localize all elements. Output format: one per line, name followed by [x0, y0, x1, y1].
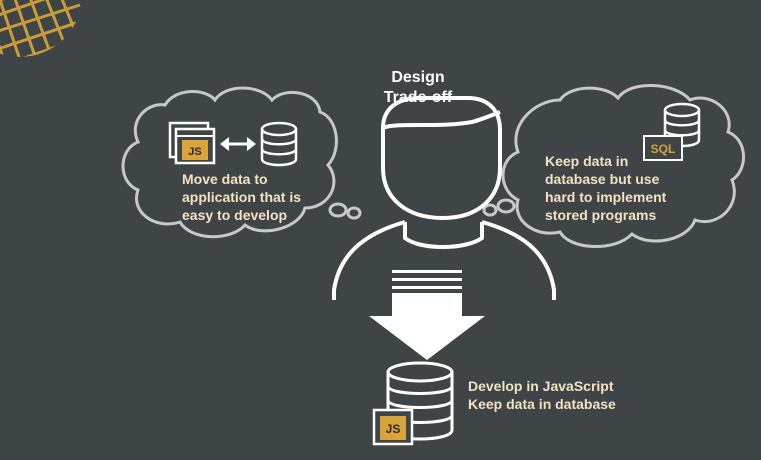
database-sql-icon: SQL — [643, 102, 701, 161]
database-icon-left — [260, 121, 298, 167]
left-thought-line-3: easy to develop — [182, 207, 288, 223]
left-thought-cloud — [121, 86, 362, 239]
title-line-1: Design — [391, 69, 445, 86]
result-line-1: Develop in JavaScript — [468, 378, 614, 394]
result-line-2: Keep data in database — [468, 396, 616, 412]
right-thought-text: Keep data in database but use hard to im… — [545, 152, 666, 224]
right-thought-cloud — [482, 84, 745, 248]
left-thought-text: Move data to application that is easy to… — [182, 170, 301, 224]
right-thought-line-3: hard to implement — [545, 189, 667, 205]
person-shoulders — [332, 220, 406, 300]
diagram-title: Design Trade-off — [372, 68, 464, 108]
result-text: Develop in JavaScript Keep data in datab… — [468, 377, 616, 413]
title-line-2: Trade-off — [383, 89, 453, 106]
person-hair — [382, 110, 501, 130]
right-thought-line-1: Keep data in — [545, 153, 629, 169]
left-thought-line-2: application that is — [182, 189, 302, 205]
right-thought-line-2: database but use — [545, 171, 660, 187]
person-collar — [403, 222, 484, 249]
js-badge-text-result: JS — [386, 422, 401, 436]
sql-badge-text: SQL — [651, 142, 676, 156]
result-database-icon: JS — [372, 361, 454, 446]
js-badge-text-left: JS — [188, 146, 201, 158]
person-figure — [332, 96, 556, 300]
double-arrow-icon — [220, 137, 256, 151]
js-window-icon: JS — [168, 121, 216, 165]
person-head — [381, 96, 502, 221]
right-thought-line-4: stored programs — [545, 207, 657, 223]
down-arrow — [369, 270, 485, 360]
left-thought-line-1: Move data to — [182, 171, 268, 187]
decorative-mesh — [0, 0, 82, 57]
